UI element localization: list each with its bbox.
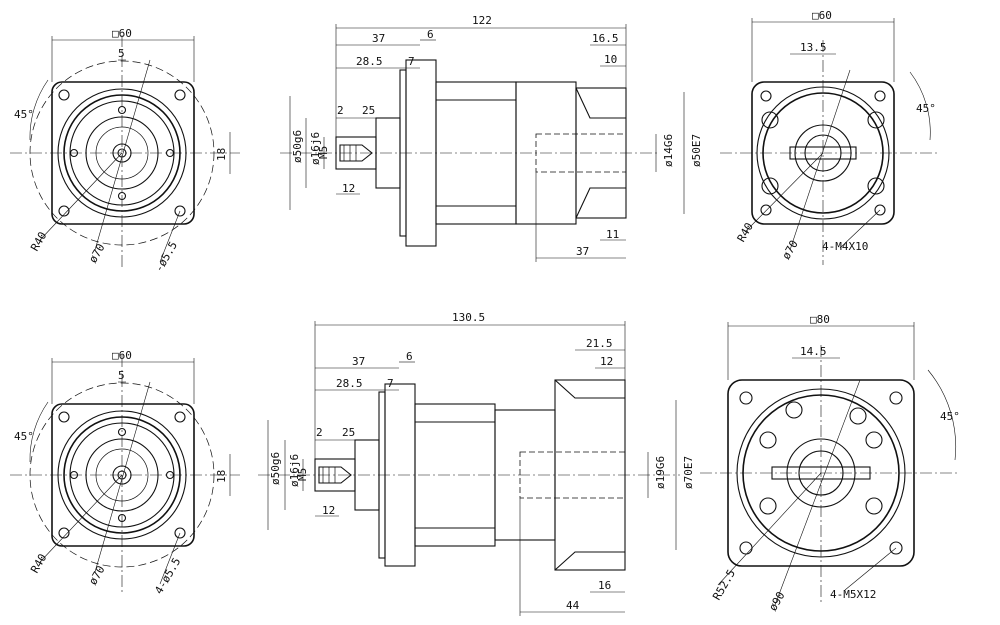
dim-10: 10: [604, 53, 617, 66]
dim-holes: 4-M4X10: [822, 240, 868, 253]
dim-11: 11: [606, 228, 619, 241]
dim-25: 25: [342, 426, 355, 439]
dim-7: 7: [387, 377, 394, 390]
dim-21-5: 21.5: [586, 337, 613, 350]
dim-bore-outer: ø50E7: [690, 134, 703, 167]
view-b-side: 130.5 37 6 28.5 7 21.5 12 2 25 12 16 44 …: [258, 311, 695, 616]
dim-16-5: 16.5: [592, 32, 619, 45]
view-b-rear: □80 14.5 45° R52.5 ø90 4-M5X12: [700, 313, 960, 613]
dim-pitch: ø90: [766, 589, 787, 613]
view-a-rear: □60 13.5 45° R40 ø70 4-M4X10: [720, 9, 940, 265]
dim-shaft: ø16j6: [288, 454, 301, 487]
dim-square: □80: [810, 313, 830, 326]
dim-2: 2: [337, 104, 344, 117]
dim-length: 130.5: [452, 311, 485, 324]
dim-angle: 45°: [14, 430, 34, 443]
dim-square: □60: [112, 349, 132, 362]
dim-pitch: ø70: [86, 563, 107, 587]
dim-2: 2: [316, 426, 323, 439]
dim-key: 14.5: [800, 345, 827, 358]
dim-pilot: ø50g6: [269, 452, 282, 485]
dim-angle: 45°: [940, 410, 960, 423]
dim-pitch: ø70: [86, 241, 107, 265]
dim-12: 12: [600, 355, 613, 368]
dim-radius: R52.5: [710, 567, 738, 602]
dim-length: 122: [472, 14, 492, 27]
dim-angle: 45°: [14, 108, 34, 121]
dim-12b: 12: [322, 504, 335, 517]
dim-37: 37: [372, 32, 385, 45]
dim-thread: M5: [317, 146, 330, 159]
dim-key: 13.5: [800, 41, 827, 54]
dim-16: 16: [598, 579, 611, 592]
dim-square: □60: [112, 27, 132, 40]
dim-7: 7: [408, 55, 415, 68]
dim-28: 28.5: [356, 55, 383, 68]
dim-12: 12: [342, 182, 355, 195]
dim-thread: M5: [296, 468, 309, 481]
dim-37: 37: [352, 355, 365, 368]
dim-offset: 18: [215, 470, 228, 483]
dim-28: 28.5: [336, 377, 363, 390]
dim-bore-outer: ø70E7: [682, 456, 695, 489]
dim-key-width: 5: [118, 47, 125, 60]
dim-37b: 37: [576, 245, 589, 258]
dim-44: 44: [566, 599, 580, 612]
dim-holes: -ø5.5: [152, 239, 180, 274]
dim-offset: 18: [215, 148, 228, 161]
dim-6: 6: [427, 28, 434, 41]
dim-pilot: ø50g6: [291, 130, 304, 163]
dim-6: 6: [406, 350, 413, 363]
view-a-front: □60 5 45° 18 R40 ø70 -ø5.5: [10, 27, 240, 274]
dim-bore: ø14G6: [662, 134, 675, 167]
dim-holes: 4-M5X12: [830, 588, 876, 601]
dim-square: □60: [812, 9, 832, 22]
dim-shaft: ø16j6: [309, 132, 322, 165]
dim-pitch: ø70: [780, 238, 801, 262]
dim-holes: 4-ø5.5: [152, 556, 183, 597]
dim-bore: ø19G6: [654, 456, 667, 489]
dim-angle: 45°: [916, 102, 936, 115]
dim-25: 25: [362, 104, 375, 117]
view-a-side: 122 37 6 28.5 7 16.5 10 2 25 12 11 37 ø5…: [280, 14, 703, 262]
view-b-front: □60 5 45° 18 R40 ø70 4-ø5.5: [10, 349, 240, 596]
dim-key-width: 5: [118, 369, 125, 382]
